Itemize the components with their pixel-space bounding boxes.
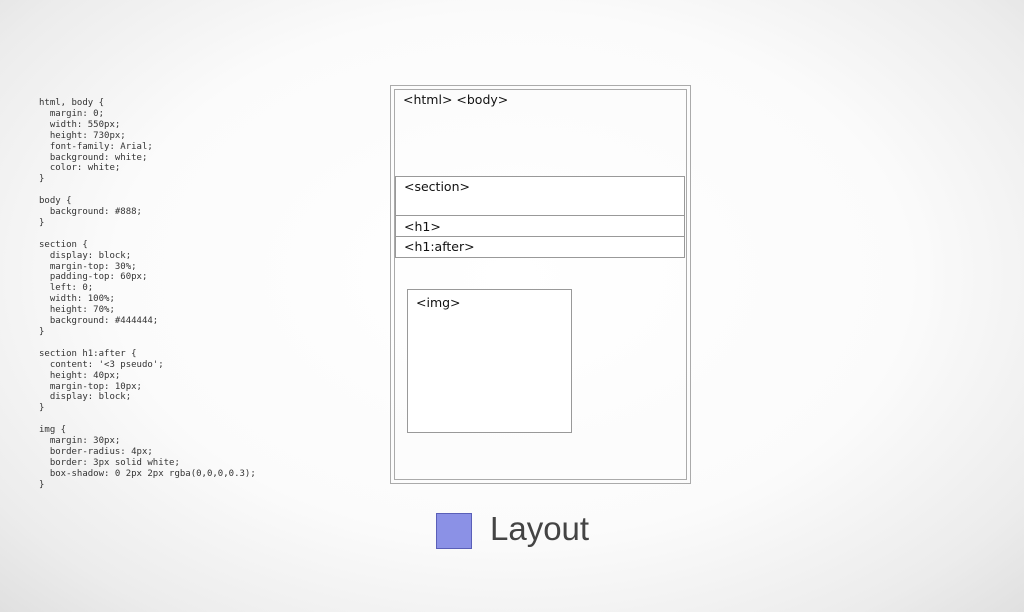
- css-code-line: font-family: Arial;: [39, 141, 153, 152]
- css-code-line: background: white;: [39, 152, 148, 163]
- h1-after-box: [395, 236, 685, 258]
- css-code-line: width: 100%;: [39, 294, 115, 305]
- css-code-line: height: 40px;: [39, 370, 121, 381]
- css-code-line: img {: [39, 425, 67, 436]
- css-rule-block: html, body { margin: 0; width: 550px; he…: [39, 98, 256, 185]
- css-code-line: margin: 0;: [39, 108, 105, 119]
- css-code-line: width: 550px;: [39, 119, 121, 130]
- css-code-line: height: 70%;: [39, 305, 115, 316]
- css-code-line: border: 3px solid white;: [39, 457, 180, 468]
- css-code-line: body {: [39, 196, 72, 207]
- css-rule-block: body { background: #888;}: [39, 196, 256, 229]
- html-body-inner-frame: [394, 89, 687, 480]
- css-code-line: section h1:after {: [39, 348, 137, 359]
- css-code-line: display: block;: [39, 250, 132, 261]
- css-code-line: border-radius: 4px;: [39, 446, 153, 457]
- css-code-line: background: #444444;: [39, 316, 159, 327]
- css-code-line: height: 730px;: [39, 130, 126, 141]
- css-code-line: padding-top: 60px;: [39, 272, 148, 283]
- h1-after-label: <h1:after>: [404, 239, 475, 254]
- css-code-line: }: [39, 174, 45, 185]
- css-code-line: }: [39, 327, 45, 337]
- css-code-line: content: '<3 pseudo';: [39, 359, 164, 370]
- css-code-line: }: [39, 217, 45, 228]
- css-code-line: html, body {: [39, 98, 105, 108]
- css-code-line: box-shadow: 0 2px 2px rgba(0,0,0,0.3);: [39, 468, 256, 479]
- img-box: [407, 289, 572, 433]
- css-rule-block: img { margin: 30px; border-radius: 4px; …: [39, 425, 256, 490]
- img-label: <img>: [416, 295, 461, 310]
- section-label: <section>: [404, 179, 470, 194]
- html-body-label: <html> <body>: [403, 92, 509, 107]
- css-code-line: margin-top: 30%;: [39, 261, 137, 272]
- css-code-line: left: 0;: [39, 283, 94, 294]
- css-rule-block: section { display: block; margin-top: 30…: [39, 240, 256, 338]
- css-code-line: }: [39, 403, 45, 414]
- css-code-line: section {: [39, 239, 88, 250]
- css-code-line: background: #888;: [39, 207, 142, 218]
- css-rule-block: section h1:after { content: '<3 pseudo';…: [39, 349, 256, 414]
- h1-label: <h1>: [404, 219, 441, 234]
- css-code-line: margin-top: 10px;: [39, 381, 142, 392]
- css-code-line: margin: 30px;: [39, 436, 121, 447]
- layout-legend-label: Layout: [490, 510, 590, 547]
- css-code-line: color: white;: [39, 163, 121, 174]
- css-code-listing: html, body { margin: 0; width: 550px; he…: [39, 98, 256, 501]
- css-code-line: }: [39, 479, 45, 490]
- html-body-outer-frame: [390, 85, 691, 484]
- layout-legend-swatch: [436, 513, 472, 549]
- css-code-line: display: block;: [39, 392, 132, 403]
